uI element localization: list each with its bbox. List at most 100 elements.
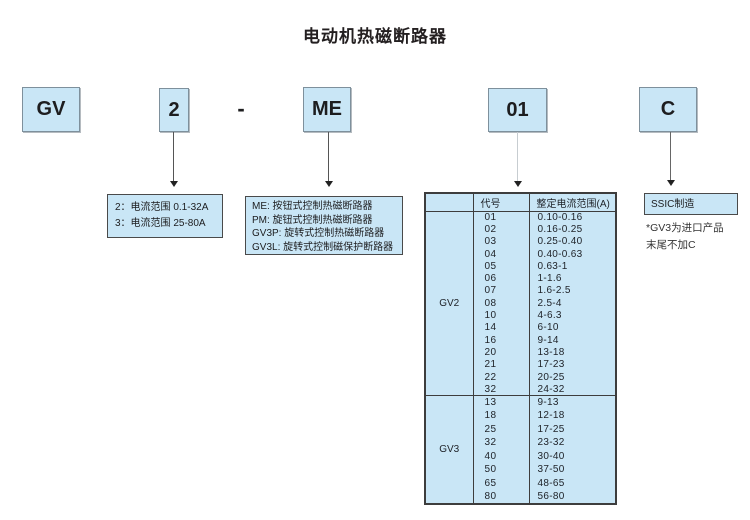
range-cell: 37-50 — [528, 463, 616, 477]
range-cell: 0.10-0.16 — [528, 210, 616, 224]
code-cell: 18 — [472, 409, 529, 423]
arrow-control-type-icon — [324, 132, 333, 187]
callout-frame-size: 2：电流范围 0.1-32A 3：电流范围 25-80A — [107, 194, 223, 238]
code-box-frame-size: 2 — [159, 88, 189, 132]
code-cell: 08 — [472, 297, 529, 310]
range-cell: 4-6.3 — [528, 309, 616, 322]
code-cell: 02 — [472, 223, 529, 236]
code-cell: 10 — [472, 309, 529, 322]
range-cell: 12-18 — [528, 409, 616, 423]
arrow-manufacture-icon — [666, 132, 675, 186]
code-box-control-type: ME — [303, 87, 351, 132]
callout-control-type: ME: 按钮式控制热磁断路器 PM: 旋钮式控制热磁断路器 GV3P: 旋转式控… — [245, 196, 403, 255]
header-code: 代号 — [472, 193, 529, 212]
code-cell: 16 — [472, 333, 529, 347]
code-cell: 50 — [472, 463, 529, 477]
note-line: 末尾不加C — [646, 239, 696, 251]
range-cell: 1-1.6 — [528, 272, 616, 285]
code-cell: 20 — [472, 346, 529, 359]
range-cell: 17-25 — [528, 422, 616, 437]
range-cell: 1.6-2.5 — [528, 284, 616, 298]
code-cell: 05 — [472, 260, 529, 273]
code-cell: 80 — [472, 490, 529, 504]
table-group-label: GV2 — [424, 210, 473, 396]
code-box-manufacture: C — [639, 87, 697, 132]
range-cell: 17-23 — [528, 358, 616, 371]
code-box-gv: GV — [22, 87, 80, 132]
header-range: 整定电流范围(A) — [528, 193, 616, 212]
control-type-line: ME: 按钮式控制热磁断路器 — [252, 201, 373, 212]
range-cell: 0.40-0.63 — [528, 247, 616, 261]
frame-size-line: 3：电流范围 25-80A — [115, 218, 206, 229]
arrow-current-code-icon — [513, 132, 522, 187]
code-cell: 03 — [472, 235, 529, 248]
code-cell: 25 — [472, 422, 529, 437]
code-cell: 32 — [472, 436, 529, 450]
code-cell: 07 — [472, 284, 529, 298]
code-cell: 40 — [472, 449, 529, 464]
range-cell: 2.5-4 — [528, 297, 616, 310]
code-cell: 13 — [472, 394, 529, 409]
range-cell: 0.25-0.40 — [528, 235, 616, 248]
arrow-frame-size-icon — [169, 132, 178, 187]
code-cell: 65 — [472, 476, 529, 491]
control-type-line: PM: 旋钮式控制热磁断路器 — [252, 214, 373, 226]
code-cell: 04 — [472, 247, 529, 261]
range-cell: 20-25 — [528, 370, 616, 384]
code-cell: 32 — [472, 383, 529, 396]
manufacturer-notes: *GV3为进口产品 末尾不加C — [646, 220, 724, 254]
callout-manufacturer: SSIC制造 — [644, 193, 738, 215]
code-box-current-code: 01 — [488, 88, 547, 132]
code-cell: 14 — [472, 321, 529, 334]
code-cell: 21 — [472, 358, 529, 371]
code-cell: 22 — [472, 370, 529, 384]
frame-size-line: 2：电流范围 0.1-32A — [115, 202, 209, 213]
control-type-line: GV3P: 旋转式控制热磁断路器 — [252, 228, 385, 239]
table-header-row: 代号 整定电流范围(A) — [424, 193, 616, 212]
range-cell: 9-13 — [528, 394, 616, 409]
note-line: *GV3为进口产品 — [646, 222, 724, 234]
range-cell: 0.63-1 — [528, 260, 616, 273]
table-group-label: GV3 — [424, 394, 473, 504]
manufacturer-label: SSIC制造 — [651, 199, 695, 210]
range-cell: 30-40 — [528, 449, 616, 464]
range-cell: 13-18 — [528, 346, 616, 359]
range-cell: 0.16-0.25 — [528, 223, 616, 236]
code-cell: 06 — [472, 272, 529, 285]
page-title: 电动机热磁断路器 — [303, 27, 447, 46]
range-cell: 23-32 — [528, 436, 616, 450]
range-cell: 24-32 — [528, 383, 616, 396]
range-cell: 6-10 — [528, 321, 616, 334]
range-cell: 9-14 — [528, 333, 616, 347]
range-cell: 48-65 — [528, 476, 616, 491]
code-cell: 01 — [472, 210, 529, 224]
control-type-line: GV3L: 旋转式控制磁保护断路器 — [252, 241, 394, 253]
code-separator: - — [237, 96, 245, 121]
header-group — [424, 193, 473, 212]
